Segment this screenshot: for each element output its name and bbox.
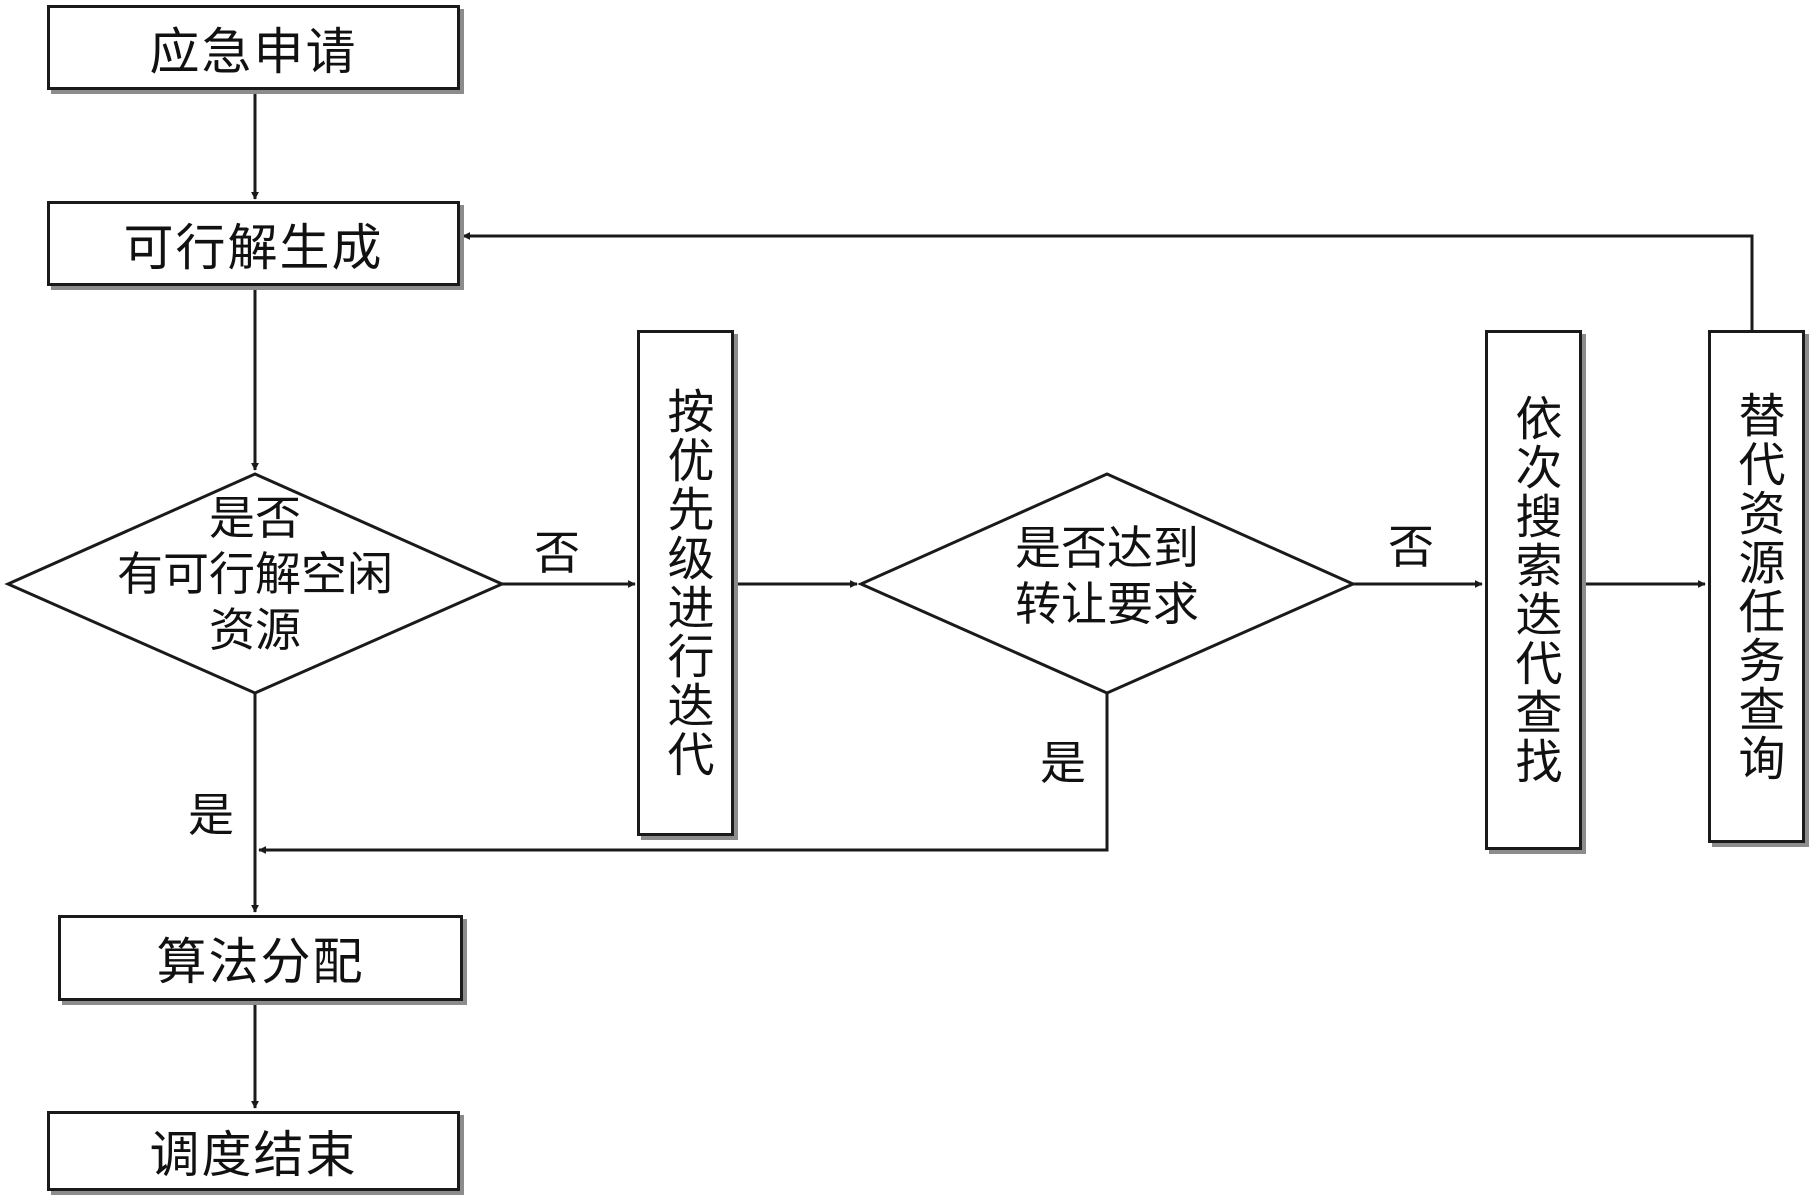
- node-feasible-generation-label: 可行解生成: [123, 218, 384, 277]
- node-priority-iteration: 按优先级进行迭代: [637, 330, 734, 836]
- node-alternative-query: 替代资源任务查询: [1708, 330, 1805, 843]
- node-priority-iteration-label: 按优先级进行迭代: [658, 387, 714, 779]
- node-emergency-request: 应急申请: [47, 5, 460, 90]
- arrow-query-to-generation: [462, 232, 1754, 330]
- node-algorithm-allocation-label: 算法分配: [156, 933, 365, 991]
- node-sequential-search-label: 依次搜索迭代查找: [1506, 394, 1562, 786]
- node-scheduling-end-label: 调度结束: [149, 1126, 358, 1184]
- decision-idle-text: 是否 有可行解空闲 资源: [117, 491, 393, 657]
- decision-transfer-text: 是否达到 转让要求: [1015, 521, 1199, 631]
- node-emergency-request-label: 应急申请: [149, 22, 358, 81]
- edge-label-idle-no: 否: [534, 526, 580, 580]
- node-sequential-search: 依次搜索迭代查找: [1485, 330, 1582, 850]
- node-alternative-query-label: 替代资源任务查询: [1729, 390, 1785, 783]
- node-feasible-generation: 可行解生成: [47, 201, 460, 286]
- arrow-transfer-yes-merge: [258, 693, 1109, 854]
- edge-label-transfer-yes: 是: [1040, 736, 1086, 790]
- node-scheduling-end: 调度结束: [47, 1111, 460, 1191]
- edge-label-transfer-no: 否: [1388, 520, 1434, 574]
- node-algorithm-allocation: 算法分配: [58, 915, 463, 1001]
- edge-label-idle-yes: 是: [188, 788, 234, 842]
